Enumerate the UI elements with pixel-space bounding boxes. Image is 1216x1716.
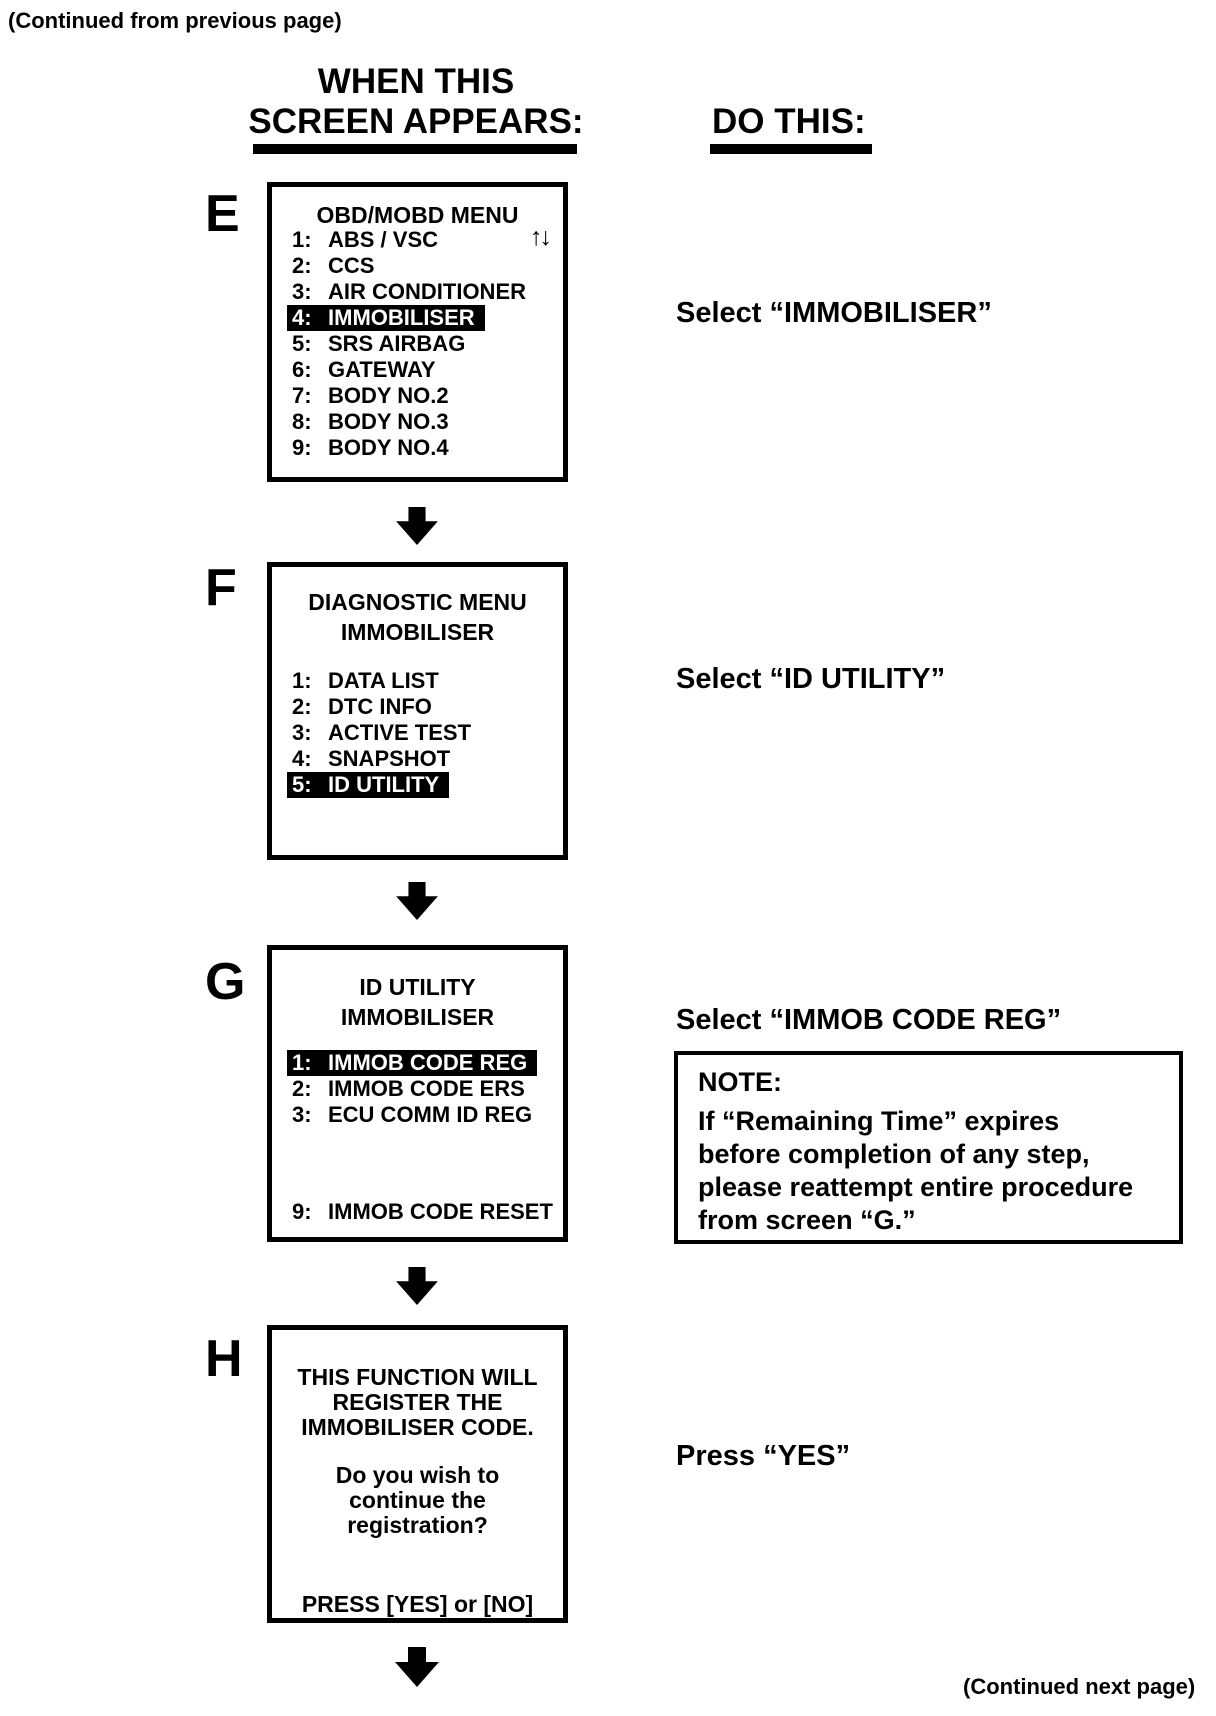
when-header-underline	[253, 144, 577, 154]
menu-item: 2:CCS	[292, 253, 375, 278]
screen-h-message: THIS FUNCTION WILL REGISTER THE IMMOBILI…	[297, 1364, 538, 1440]
note-text: If “Remaining Time” expires before compl…	[698, 1106, 1134, 1235]
flow-arrow-down-icon	[395, 1647, 439, 1687]
continued-from-previous-note: (Continued from previous page)	[8, 8, 342, 33]
instruction-press-yes: Press “YES”	[676, 1440, 851, 1472]
menu-item: 1:DATA LIST	[292, 668, 439, 693]
menu-item: 7:BODY NO.2	[292, 383, 449, 408]
screen-h-box: THIS FUNCTION WILL REGISTER THE IMMOBILI…	[267, 1325, 568, 1623]
screen-e-box: OBD/MOBD MENU ↑↓ 1:ABS / VSC 2:CCS 3:AIR…	[267, 182, 568, 482]
do-this-header: DO THIS:	[712, 102, 866, 141]
menu-item: 4:SNAPSHOT	[292, 746, 451, 771]
screen-f-title: DIAGNOSTIC MENU IMMOBILISER	[308, 589, 527, 645]
menu-item: 6:GATEWAY	[292, 357, 436, 382]
scroll-up-down-icon: ↑↓	[530, 223, 552, 251]
continued-next-page-note: (Continued next page)	[963, 1674, 1196, 1699]
note-title: NOTE:	[698, 1067, 782, 1097]
screen-g-title: ID UTILITY IMMOBILISER	[340, 974, 495, 1030]
menu-item: 8:BODY NO.3	[292, 409, 449, 434]
menu-item: 1:ABS / VSC	[292, 227, 439, 252]
instruction-select-id-utility: Select “ID UTILITY”	[676, 663, 946, 695]
menu-item: 3:ECU COMM ID REG	[292, 1102, 533, 1127]
when-header-line1: WHEN THIS	[317, 62, 515, 101]
menu-item-selected: 5:ID UTILITY	[287, 772, 450, 798]
screen-h-question: Do you wish to continue the registration…	[335, 1462, 500, 1538]
screen-g-menu-bottom: 9:IMMOB CODE RESET	[292, 1199, 553, 1225]
menu-item: 9:IMMOB CODE RESET	[292, 1199, 553, 1224]
menu-item: 5:SRS AIRBAG	[292, 331, 466, 356]
flow-arrow-down-icon	[396, 882, 438, 920]
menu-item: 3:ACTIVE TEST	[292, 720, 472, 745]
screen-e-title: OBD/MOBD MENU	[316, 202, 519, 228]
screen-g-menu: 1:IMMOB CODE REG 2:IMMOB CODE ERS 3:ECU …	[287, 1050, 538, 1128]
menu-item: 2:DTC INFO	[292, 694, 432, 719]
when-header-line2: SCREEN APPEARS:	[248, 102, 584, 141]
screen-e-menu: 1:ABS / VSC 2:CCS 3:AIR CONDITIONER 4:IM…	[287, 227, 526, 461]
step-letter-h: H	[205, 1330, 243, 1388]
step-letter-e: E	[205, 185, 240, 243]
screen-f-menu: 1:DATA LIST 2:DTC INFO 3:ACTIVE TEST 4:S…	[287, 668, 472, 798]
instruction-select-immob-code-reg: Select “IMMOB CODE REG”	[676, 1004, 1062, 1036]
menu-item: 3:AIR CONDITIONER	[292, 279, 526, 304]
do-this-underline	[710, 144, 872, 154]
instruction-select-immobiliser: Select “IMMOBILISER”	[676, 297, 992, 329]
flow-arrow-down-icon	[396, 1267, 438, 1305]
note-box: NOTE: If “Remaining Time” expires before…	[674, 1051, 1183, 1244]
menu-item-selected: 4:IMMOBILISER	[287, 305, 485, 331]
step-letter-f: F	[205, 559, 237, 617]
screen-g-box: ID UTILITY IMMOBILISER 1:IMMOB CODE REG …	[267, 945, 568, 1242]
menu-item: 9:BODY NO.4	[292, 435, 449, 460]
step-letter-g: G	[205, 953, 246, 1011]
flow-arrow-down-icon	[396, 507, 438, 545]
screen-h-footer: PRESS [YES] or [NO]	[301, 1591, 534, 1617]
menu-item-selected: 1:IMMOB CODE REG	[287, 1050, 538, 1076]
menu-item: 2:IMMOB CODE ERS	[292, 1076, 525, 1101]
when-screen-appears-header: WHEN THIS SCREEN APPEARS:	[230, 62, 602, 142]
screen-f-box: DIAGNOSTIC MENU IMMOBILISER 1:DATA LIST …	[267, 562, 568, 860]
